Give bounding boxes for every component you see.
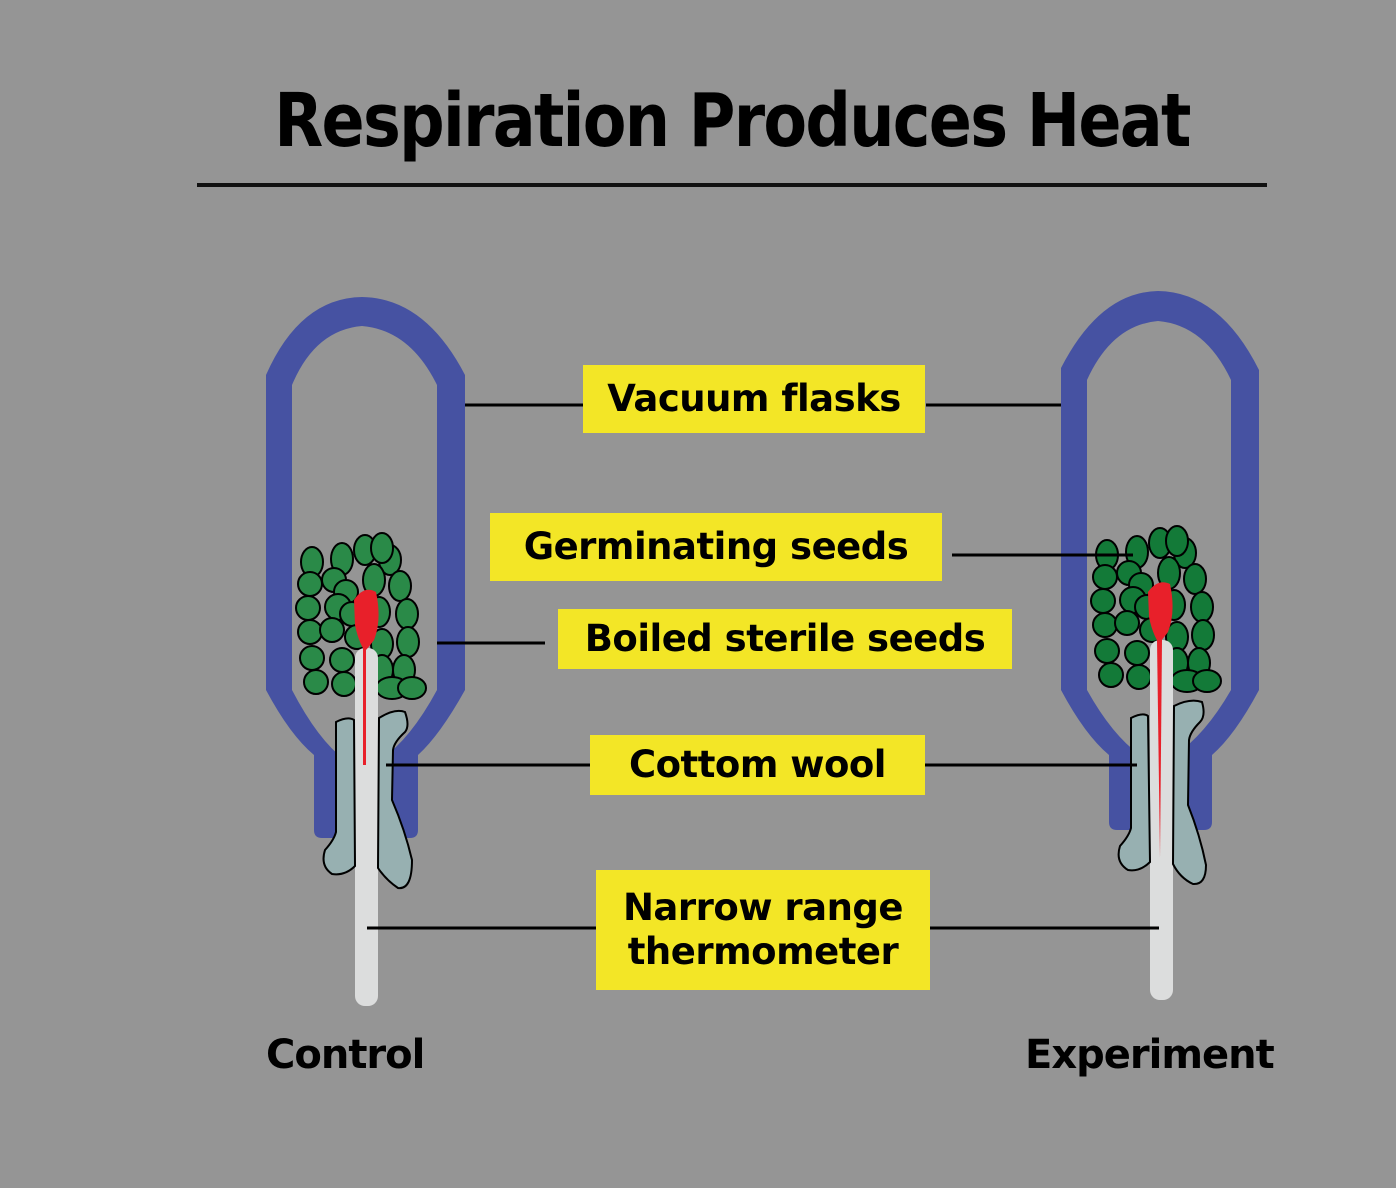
boiled-seed: [299, 645, 325, 671]
boiled-seed: [396, 626, 420, 658]
experiment-cotton-wool-right: [1171, 699, 1208, 886]
title-underline: [197, 183, 1267, 187]
caption-control: Control: [266, 1032, 425, 1078]
label-cotton-wool: Cottom wool: [590, 735, 925, 795]
boiled-seed: [297, 571, 323, 597]
experiment-mercury-column: [1157, 640, 1162, 858]
experiment-vacuum-flask: [1061, 291, 1259, 830]
label-thermometer: Narrow range thermometer: [596, 870, 930, 990]
leader-lines: [367, 403, 1159, 930]
label-boiled-seeds-text: Boiled sterile seeds: [584, 617, 986, 660]
label-germinating-seeds-text: Germinating seeds: [523, 525, 909, 568]
control-apparatus: [266, 297, 465, 1006]
germinating-seed: [1192, 669, 1222, 693]
germinating-seed: [1114, 610, 1140, 636]
label-vacuum-flasks-text: Vacuum flasks: [607, 377, 901, 420]
experiment-mercury-bulb: [1148, 582, 1173, 642]
germinating-seed: [1094, 638, 1120, 664]
germinating-seed: [1092, 612, 1118, 638]
germinating-seed: [1190, 591, 1214, 623]
experiment-apparatus: [1061, 291, 1259, 1000]
boiled-seed: [331, 671, 357, 697]
germinating-seed: [1183, 563, 1207, 595]
experiment-cotton-wool-left: [1117, 713, 1152, 872]
germinating-seed: [1126, 664, 1152, 690]
boiled-seed: [329, 647, 355, 673]
boiled-seed: [388, 570, 412, 602]
germinating-seed: [1098, 662, 1124, 688]
caption-experiment: Experiment: [1025, 1032, 1275, 1078]
label-thermometer-line2: thermometer: [627, 930, 899, 973]
control-cotton-wool-left: [322, 717, 357, 876]
control-seed-cluster: [295, 532, 427, 700]
control-vacuum-flask: [266, 297, 465, 838]
page-title: Respiration Produces Heat: [274, 78, 1191, 164]
control-mercury-column: [363, 645, 366, 765]
germinating-seed: [1165, 525, 1189, 557]
control-mercury-bulb: [354, 589, 379, 650]
germinating-seed: [1090, 588, 1116, 614]
germinating-seed: [1191, 619, 1215, 651]
label-thermometer-line1: Narrow range: [622, 886, 904, 929]
label-germinating-seeds: Germinating seeds: [490, 513, 942, 581]
label-boiled-seeds: Boiled sterile seeds: [558, 609, 1012, 669]
control-thermometer: [355, 648, 378, 1006]
boiled-seed: [370, 532, 394, 564]
control-cotton-wool-right: [376, 709, 414, 890]
boiled-seed: [297, 619, 323, 645]
boiled-seed: [397, 676, 427, 700]
germinating-seed: [1124, 640, 1150, 666]
label-cotton-wool-text: Cottom wool: [628, 743, 887, 786]
boiled-seed: [395, 598, 419, 630]
experiment-thermometer: [1150, 640, 1173, 1000]
boiled-seed: [295, 595, 321, 621]
boiled-seed: [303, 669, 329, 695]
label-vacuum-flasks: Vacuum flasks: [583, 365, 925, 433]
germinating-seed: [1092, 564, 1118, 590]
boiled-seed: [319, 617, 345, 643]
